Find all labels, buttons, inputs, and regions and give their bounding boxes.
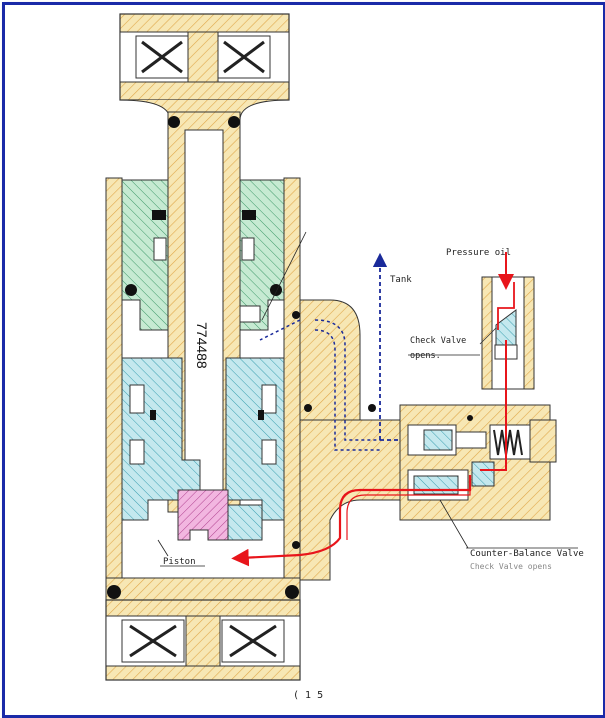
cutoff-label: Check Valve opens xyxy=(470,562,552,571)
counter-balance-valve-label: Counter-Balance Valve xyxy=(470,549,584,559)
gland xyxy=(121,179,285,331)
check-valve-opens-label: opens. xyxy=(410,351,441,361)
piston-label: Piston xyxy=(163,557,196,567)
tank-label: Tank xyxy=(390,275,412,285)
port-fitting xyxy=(292,299,401,581)
counter-balance-valve xyxy=(399,404,557,521)
page-marker: ( 1 5 xyxy=(293,690,323,701)
pressure-flow-line xyxy=(231,252,515,567)
part-number-label: 774488 xyxy=(194,322,210,369)
check-valve-label: Check Valve xyxy=(410,336,466,346)
tank-flow-line xyxy=(259,252,400,441)
pressure-oil-label: Pressure oil xyxy=(446,248,511,258)
top-eye xyxy=(119,13,290,121)
piston-nut xyxy=(177,489,229,541)
bottom-eye xyxy=(105,599,301,681)
